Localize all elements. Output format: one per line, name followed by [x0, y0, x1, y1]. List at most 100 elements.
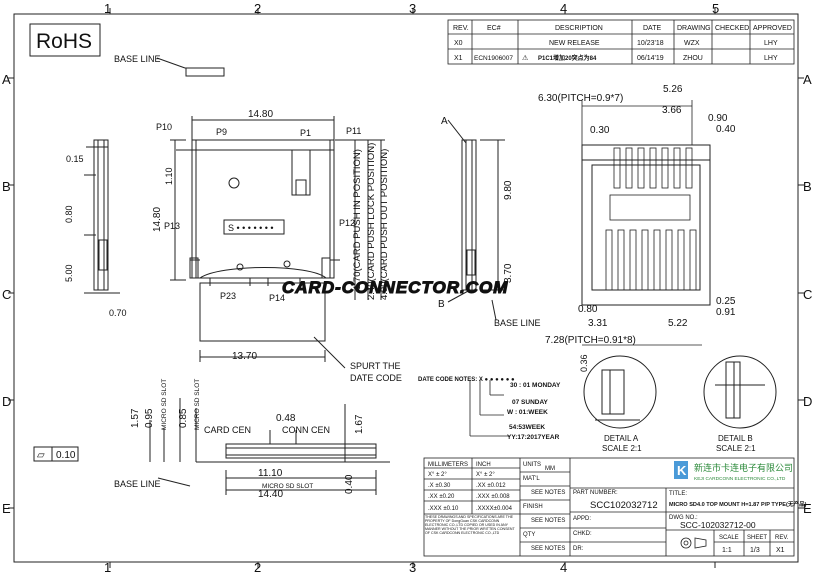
tb-part-label: PART NUMBER: — [573, 490, 618, 496]
dim-pos1: 1.70(CARD PUSH IN POSITION) — [352, 149, 363, 290]
revision-table — [447, 19, 795, 65]
tb-dwg-no: SCC-102032712-00 — [680, 520, 756, 530]
rev-r2-rev: X1 — [454, 55, 463, 62]
pin-p11: P11 — [346, 126, 361, 136]
dim-980: 9.80 — [503, 180, 514, 200]
tol-r3-in: .XXX ±0.008 — [476, 494, 510, 500]
detail-a-label: DETAIL A — [604, 434, 639, 443]
company-en: KEJI CARDCONN ELECTRONIC CO.,LTD — [694, 476, 786, 482]
micro-sd-slot-2: MICRO SD SLOT — [194, 379, 201, 430]
spurt-leader — [313, 336, 346, 369]
dim-pos2: 2.40(CARD PUSH LOCK POSITION) — [366, 143, 377, 300]
grid-row-b: B — [2, 179, 11, 194]
tb-scale-label: SCALE — [719, 535, 739, 541]
tb-units: UNITS — [523, 462, 541, 468]
frame — [8, 8, 804, 568]
tb-sheet-label: SHEET — [747, 535, 767, 541]
dim-085: 0.85 — [178, 408, 189, 428]
tb-part-number: SCC102032712 — [590, 500, 658, 511]
grid-col-3: 3 — [409, 1, 416, 16]
tb-dr: DR: — [573, 546, 584, 552]
tol-r3-mm: .XX ±0.20 — [428, 494, 455, 500]
grid-col-5: 5 — [712, 1, 719, 16]
rev-h-drawing: DRAWING — [677, 25, 711, 32]
date-code-l5: YY:17:2017YEAR — [507, 434, 560, 441]
dim-095: 0.95 — [144, 408, 155, 428]
rev-h-desc: DESCRIPTION — [555, 25, 603, 32]
dim-080: 0.80 — [64, 205, 74, 223]
rohs-box — [29, 23, 101, 57]
mark-b: B — [438, 299, 445, 310]
company-logo — [674, 461, 688, 479]
dim-036: 0.36 — [579, 354, 589, 372]
watermark: CARD-CONNECTOR.COM — [282, 278, 508, 297]
grid-col-2: 2 — [254, 1, 261, 16]
dim-110: 1.10 — [164, 167, 174, 185]
tb-title: MICRO SD4.0 TOP MOUNT H=1.87 P/P TYPE(无产… — [669, 500, 807, 508]
side-view-mid — [447, 119, 505, 321]
dim-1480-top: 14.80 — [248, 109, 273, 120]
contact-fingers — [581, 100, 702, 346]
tol-r4-mm: .XXX ±0.10 — [428, 506, 459, 512]
grid-row-a-right: A — [803, 72, 812, 87]
tb-qty: QTY — [523, 532, 535, 538]
grid-col-2-bottom: 2 — [254, 560, 261, 573]
micro-sd-slot-1: MICRO SD SLOT — [161, 379, 168, 430]
rev-h-ec: EC# — [487, 25, 501, 32]
dim-030: 0.30 — [590, 125, 610, 136]
date-code-l2: 07 SUNDAY — [512, 399, 549, 406]
pin-p1: P1 — [300, 128, 311, 138]
rev-r2-desc: P1C1增加20突点为84 — [538, 54, 597, 62]
tb-matl-notes: SEE NOTES — [531, 490, 565, 496]
detail-b — [703, 355, 777, 429]
dim-091: 0.91 — [716, 307, 736, 318]
rohs-label: RoHS — [36, 30, 92, 53]
s-dot-row: S • • • • • • • — [228, 223, 274, 233]
date-code-legend — [469, 380, 510, 437]
detail-a-scale: SCALE 2:1 — [602, 444, 642, 453]
tb-qty-notes: SEE NOTES — [531, 546, 565, 552]
date-code-l1: 30 : 01 MONDAY — [510, 382, 561, 389]
dim-048: 0.48 — [276, 413, 296, 424]
tol-h-mm: MILLIMETERS — [428, 462, 468, 468]
base-line-right-label: BASE LINE — [494, 318, 541, 328]
dim-070: 0.70 — [109, 308, 127, 318]
pin-p13: P13 — [164, 221, 180, 231]
date-code-title: DATE CODE NOTES: X ● ● ● ● ● ● — [418, 377, 515, 383]
dim-025: 0.25 — [716, 296, 736, 307]
detail-b-label: DETAIL B — [718, 434, 753, 443]
tb-matl: MAT'L — [523, 476, 540, 482]
dim-1370: 13.70 — [232, 351, 257, 362]
rev-r1-rev: X0 — [454, 40, 463, 47]
grid-row-d-right: D — [803, 394, 812, 409]
grid-row-d: D — [2, 394, 11, 409]
tb-units-val: MM — [545, 466, 555, 472]
rev-h-approved: APPROVED — [753, 25, 792, 32]
flat-symbol: ▱ — [37, 450, 45, 461]
rev-r1-date: 10/23'18 — [637, 40, 664, 47]
grid-col-3-bottom: 3 — [409, 560, 416, 573]
dim-040: 0.40 — [716, 124, 736, 135]
dim-1480-side: 14.80 — [152, 207, 163, 232]
bottom-view — [581, 144, 711, 306]
date-code-l3: W : 01:WEEK — [507, 409, 548, 416]
tb-finish: FINISH — [523, 504, 543, 510]
tb-chkd: CHKD: — [573, 531, 592, 537]
dim-pos3: 4.90(CARD PUSH OUT POSITION) — [379, 149, 390, 300]
grid-row-c: C — [2, 287, 11, 302]
dim-1440: 14.40 — [258, 489, 283, 500]
tb-dwg-label: DWG NO.: — [669, 515, 698, 521]
dim-526: 5.26 — [663, 84, 683, 95]
tb-notice: THESE DRAWINGS AND SPECIFICATIONS ARE TH… — [425, 515, 515, 535]
base-line-top-label: BASE LINE — [114, 54, 161, 64]
grid-col-1-bottom: 1 — [104, 560, 111, 573]
rev-r2-date: 06/14'19 — [637, 55, 664, 62]
tol-r1-mm: X° ± 2° — [428, 472, 447, 478]
grid-col-4: 4 — [560, 1, 567, 16]
dim-1110: 11.10 — [258, 468, 283, 479]
dim-flat: 0.10 — [56, 450, 76, 461]
detail-a — [583, 355, 657, 429]
rev-r2-drawing: ZHOU — [683, 55, 703, 62]
rev-h-rev: REV. — [453, 25, 469, 32]
rev-r1-desc: NEW RELEASE — [549, 40, 600, 47]
